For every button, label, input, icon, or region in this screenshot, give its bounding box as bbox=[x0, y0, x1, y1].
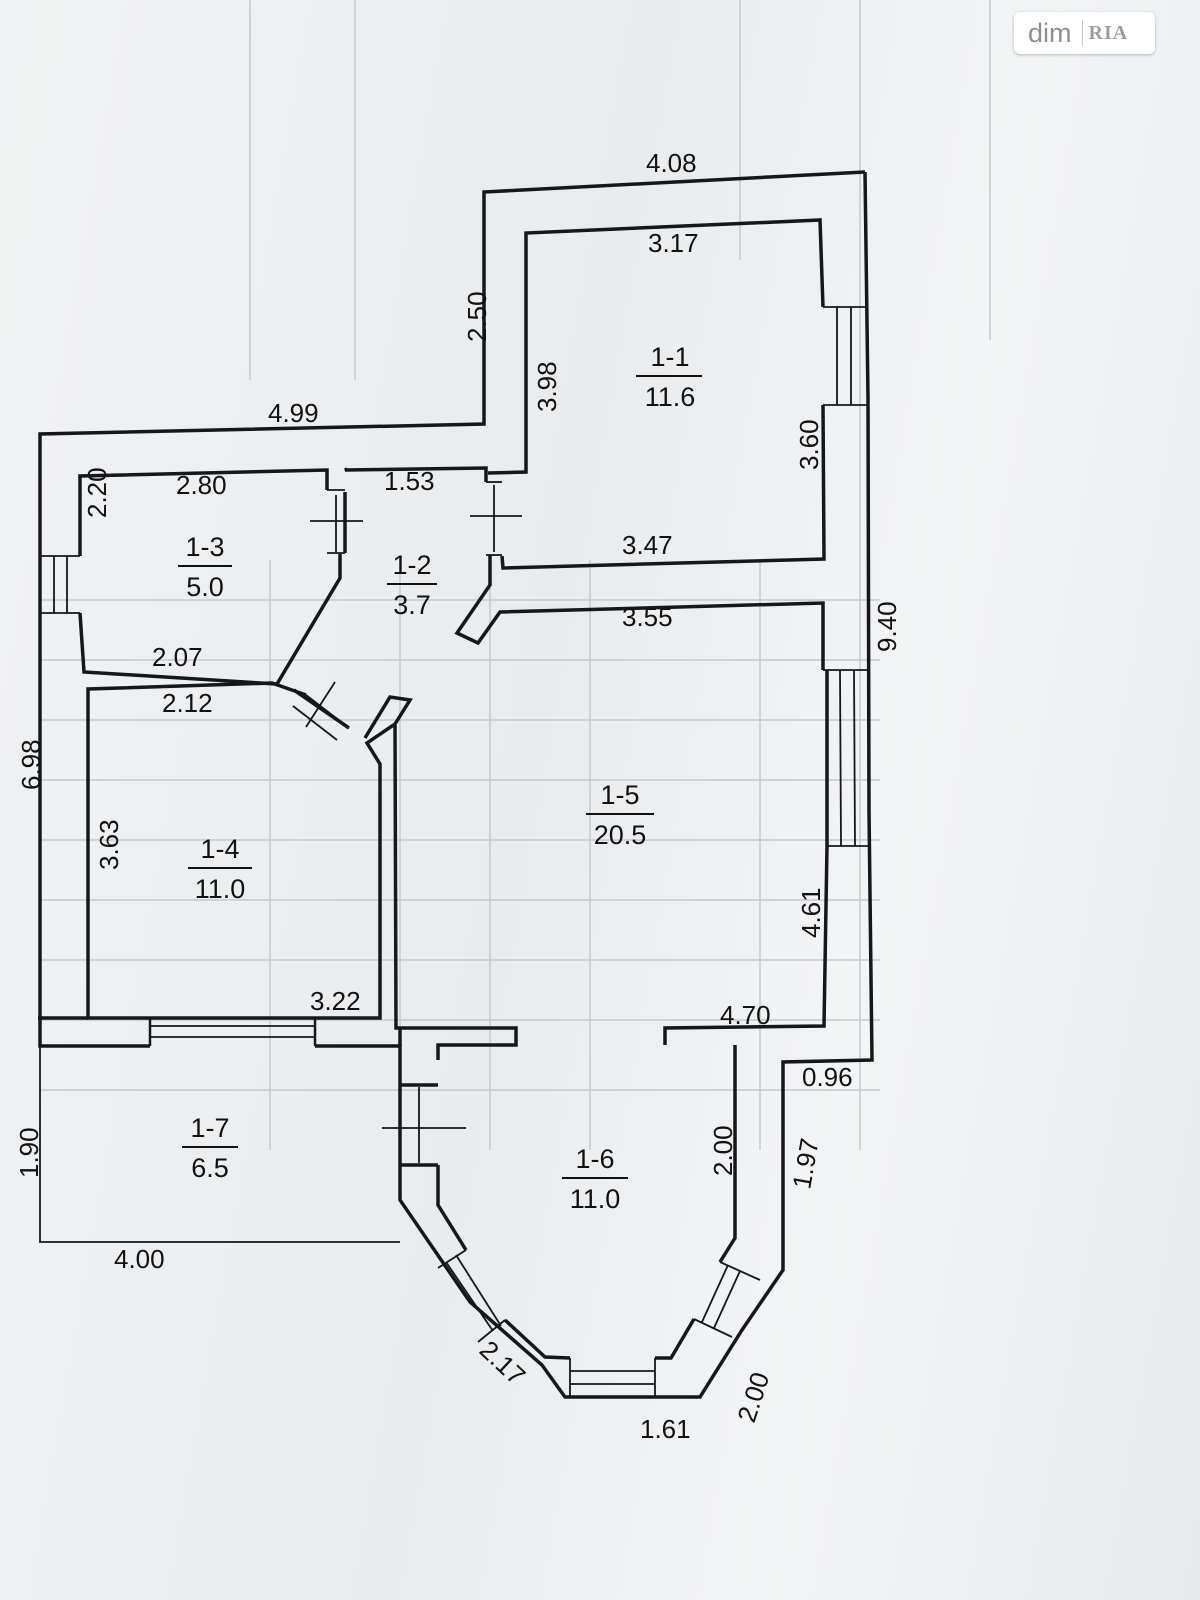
window-room-1-1 bbox=[823, 306, 868, 406]
dim-bay-bottom: 1.61 bbox=[640, 1414, 691, 1444]
dim-room14-bottom: 3.22 bbox=[310, 986, 361, 1016]
dim-room14-top: 2.12 bbox=[162, 688, 213, 718]
doors bbox=[292, 481, 522, 1166]
room-area: 11.0 bbox=[570, 1184, 621, 1214]
room-id: 1-5 bbox=[600, 780, 639, 810]
room-1-1-wall bbox=[487, 218, 826, 570]
room-area: 3.7 bbox=[393, 590, 431, 620]
dim-bay-left: 2.17 bbox=[474, 1334, 531, 1390]
walls bbox=[38, 170, 874, 1399]
dim-room14-left: 3.63 bbox=[94, 819, 124, 870]
door-1-2-to-1-4 bbox=[292, 681, 350, 741]
dim-room11-bottom: 3.47 bbox=[622, 530, 673, 560]
dim-top-outer: 4.08 bbox=[646, 148, 697, 178]
room-id: 1-7 bbox=[190, 1113, 229, 1143]
door-1-2-to-1-1 bbox=[470, 481, 522, 556]
room-1-6-label: 1-6 11.0 bbox=[562, 1144, 628, 1214]
room-area: 6.5 bbox=[191, 1153, 229, 1183]
room-area: 20.5 bbox=[594, 820, 647, 850]
room-id: 1-3 bbox=[185, 532, 224, 562]
bay-window-right bbox=[693, 1261, 761, 1338]
room-id: 1-4 bbox=[200, 834, 239, 864]
room-1-1-label: 1-1 11.6 bbox=[636, 342, 702, 412]
background-table-ghost bbox=[40, 0, 991, 1150]
dim-room11-right: 3.60 bbox=[794, 419, 824, 470]
dim-room11-left: 3.98 bbox=[532, 361, 562, 412]
dim-room11-top: 3.17 bbox=[648, 228, 699, 258]
wall-fills bbox=[40, 1018, 317, 1048]
dim-room15-bottom: 4.70 bbox=[720, 1000, 771, 1030]
room-1-3-label: 1-3 5.0 bbox=[178, 532, 232, 602]
room-1-6-wall bbox=[436, 1045, 737, 1360]
room-1-5-wall bbox=[393, 724, 518, 1060]
watermark-divider bbox=[1081, 20, 1083, 46]
watermark-suffix: RIA bbox=[1088, 21, 1129, 44]
room-1-7-label: 1-7 6.5 bbox=[182, 1113, 238, 1183]
room-area: 11.6 bbox=[645, 382, 696, 412]
dim-terrace-bottom: 4.00 bbox=[114, 1244, 165, 1274]
room-labels: 1-1 11.6 1-2 3.7 1-3 5.0 1-4 11.0 1-5 bbox=[178, 342, 702, 1214]
dim-room16-left: 2.00 bbox=[708, 1125, 738, 1176]
room-1-4-wall bbox=[86, 681, 413, 1020]
dim-offset-right: 0.96 bbox=[802, 1062, 853, 1092]
room-area: 11.0 bbox=[195, 874, 246, 904]
room-1-5-label: 1-5 20.5 bbox=[586, 780, 654, 850]
dim-terrace-left: 1.90 bbox=[14, 1127, 44, 1178]
room-area: 5.0 bbox=[186, 572, 224, 602]
dim-room12-top: 1.53 bbox=[384, 466, 435, 496]
bay-window-bottom bbox=[569, 1358, 656, 1397]
door-1-3-to-1-2 bbox=[310, 489, 363, 554]
dim-room13-left: 2.20 bbox=[82, 467, 112, 518]
dim-annex-left: 2.50 bbox=[462, 291, 492, 342]
door-1-5-to-1-6 bbox=[382, 1084, 466, 1166]
dim-right-outer: 9.40 bbox=[872, 601, 902, 652]
terrace-1-7-outline bbox=[39, 1046, 400, 1243]
dim-left-outer: 6.98 bbox=[16, 739, 46, 790]
dim-left-top: 4.99 bbox=[268, 398, 319, 428]
room-id: 1-1 bbox=[650, 342, 689, 372]
window-room-1-5 bbox=[823, 669, 869, 847]
dimria-watermark: dim RIA bbox=[1014, 12, 1155, 54]
dim-bay-right: 2.00 bbox=[731, 1368, 775, 1425]
dim-room15-top: 3.55 bbox=[622, 602, 673, 632]
dim-room16-right: 1.97 bbox=[786, 1136, 824, 1191]
dimension-labels: 4.08 3.17 3.98 3.60 3.47 2.50 4.99 2.80 … bbox=[14, 148, 902, 1444]
room-1-4-label: 1-4 11.0 bbox=[188, 834, 252, 904]
dim-room13-bottom: 2.07 bbox=[152, 642, 203, 672]
outer-wall-line bbox=[38, 170, 874, 1399]
window-room-1-4 bbox=[150, 1025, 315, 1038]
window-room-1-3 bbox=[40, 555, 80, 614]
room-1-5-right-partition bbox=[663, 670, 829, 1045]
bay-window-left bbox=[437, 1249, 506, 1343]
room-id: 1-6 bbox=[575, 1144, 614, 1174]
dim-room13-top: 2.80 bbox=[176, 470, 227, 500]
room-1-2-label: 1-2 3.7 bbox=[387, 550, 437, 620]
windows bbox=[40, 306, 869, 1397]
room-id: 1-2 bbox=[392, 550, 431, 580]
watermark-brand: dim bbox=[1028, 17, 1072, 48]
dim-room15-right: 4.61 bbox=[796, 887, 826, 938]
room-1-2-wall bbox=[343, 492, 825, 670]
